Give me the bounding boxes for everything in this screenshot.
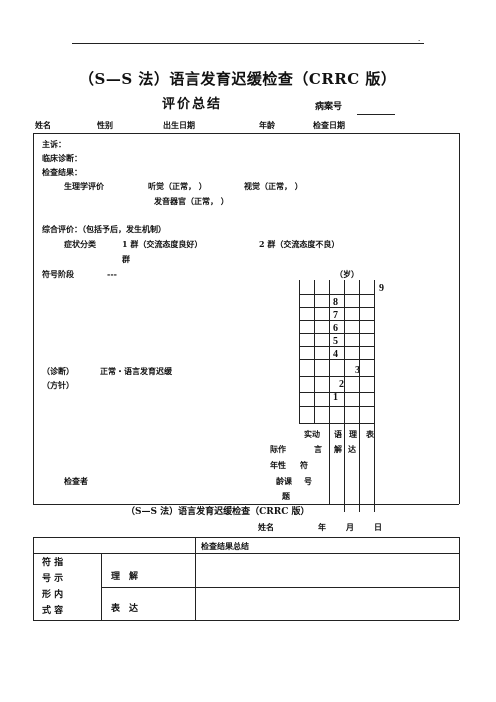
- diagnosis-label: （诊断）: [42, 366, 74, 376]
- info-sex: 性别: [97, 120, 113, 130]
- col-row2-a: 际作: [270, 444, 286, 454]
- grid-row-3: [299, 320, 374, 321]
- summary-top: [33, 537, 459, 538]
- grid-row-6: [299, 359, 374, 360]
- grid-col-5: [359, 280, 360, 512]
- summary-bottom: [33, 620, 459, 621]
- col-row2-c: 解: [334, 444, 342, 454]
- group-2-option: 2 群（交流态度不良）: [259, 239, 340, 249]
- symbol-stage-dashes: ---: [107, 269, 117, 279]
- summary-col-2: [195, 537, 196, 620]
- speech-organ-field: 发音器官（正常， ）: [154, 196, 229, 206]
- grid-col-4: [344, 280, 345, 512]
- header-mark: .: [418, 35, 421, 43]
- footer-day: 日: [374, 522, 382, 532]
- physiology-label: 生理学评价: [64, 181, 104, 191]
- summary-left-line-2: 号 示: [42, 574, 64, 584]
- col-row2-d: 达: [348, 444, 356, 454]
- diagnosis-value: 正常・语言发育迟缓: [100, 366, 172, 376]
- grid-row-1: [299, 294, 374, 295]
- summary-header-bottom: [33, 553, 459, 554]
- scale-2: 2: [339, 379, 344, 390]
- summary-left: [33, 537, 34, 620]
- col-header-practical: 实动: [304, 429, 320, 439]
- examiner-label: 检查者: [64, 476, 88, 486]
- grid-col-2: [314, 280, 315, 424]
- chief-complaint-label: 主诉：: [42, 139, 66, 149]
- summary-col-1: [101, 553, 102, 620]
- footer-name-label: 姓名: [258, 522, 274, 532]
- scale-3: 3: [355, 365, 360, 376]
- summary-left-line-4: 式 容: [42, 606, 64, 616]
- scale-1: 1: [333, 392, 338, 403]
- col-row5-a: 题: [282, 491, 290, 501]
- grid-row-4: [299, 333, 374, 334]
- grid-col-1: [299, 280, 300, 424]
- scale-8: 8: [333, 297, 338, 308]
- info-age: 年龄: [259, 120, 275, 130]
- col-row4-b: 号: [304, 476, 312, 486]
- scale-7: 7: [333, 310, 338, 321]
- grid-col-6: [374, 280, 375, 512]
- col-header-expression: 表: [366, 429, 374, 439]
- info-exam-date: 检查日期: [313, 120, 345, 130]
- vision-field: 视觉（正常， ）: [244, 181, 303, 191]
- col-row2-b: 言: [314, 444, 322, 454]
- plan-label: （方针）: [42, 380, 74, 390]
- top-rule: [72, 43, 424, 44]
- summary-left-line-1: 符 指: [42, 558, 64, 568]
- summary-row-divider: [101, 587, 459, 588]
- scale-5: 5: [333, 336, 338, 347]
- age-unit-label: （岁）: [335, 269, 359, 279]
- grid-row-9: [299, 406, 374, 407]
- info-name: 姓名: [35, 120, 51, 130]
- grid-row-7: [299, 376, 374, 377]
- grid-row-10: [299, 423, 374, 424]
- clinical-diagnosis-label: 临床诊断：: [42, 153, 82, 163]
- summary-row-comprehension: 理 解: [111, 572, 139, 582]
- info-birthdate: 出生日期: [163, 120, 195, 130]
- document-subtitle: 评价总结: [162, 97, 223, 112]
- footer-month: 月: [346, 522, 354, 532]
- summary-header: 检查结果总结: [201, 541, 249, 551]
- group-tail: 群: [122, 254, 130, 264]
- summary-row-expression: 表 达: [111, 604, 139, 614]
- footer-title: （S—S 法）语言发育迟缓检查（CRRC 版）: [126, 507, 310, 517]
- summary-right: [459, 537, 460, 620]
- scale-9: 9: [379, 283, 384, 294]
- main-box-left: [33, 133, 34, 504]
- symptom-class-label: 症状分类: [64, 239, 96, 249]
- grid-row-8: [299, 392, 374, 393]
- scale-6: 6: [333, 323, 338, 334]
- summary-left-line-3: 形 内: [42, 590, 64, 600]
- grid-row-5: [299, 346, 374, 347]
- record-number-label: 病案号: [315, 102, 343, 112]
- main-box-top: [33, 133, 459, 134]
- col-header-comprehension: 理: [349, 429, 357, 439]
- footer-year: 年: [318, 522, 326, 532]
- exam-results-label: 检查结果：: [42, 167, 82, 177]
- hearing-field: 听觉（正常， ）: [148, 181, 207, 191]
- group-1-option: 1 群（交流态度良好）: [122, 239, 203, 249]
- document-title: （S—S 法）语言发育迟缓检查（CRRC 版）: [79, 70, 397, 88]
- col-row3-a: 年性: [270, 460, 286, 470]
- symbol-stage-label: 符号阶段: [42, 269, 74, 279]
- record-number-line: [357, 114, 395, 115]
- main-box-right: [459, 133, 460, 504]
- overall-evaluation-label: 综合评价：（包括予后，发生机制）: [42, 224, 166, 234]
- col-header-language: 语: [334, 429, 342, 439]
- col-row4-a: 龄课: [276, 476, 292, 486]
- scale-4: 4: [333, 349, 338, 360]
- grid-row-2: [299, 307, 374, 308]
- main-box-bottom: [33, 504, 459, 505]
- col-row3-b: 符: [300, 460, 308, 470]
